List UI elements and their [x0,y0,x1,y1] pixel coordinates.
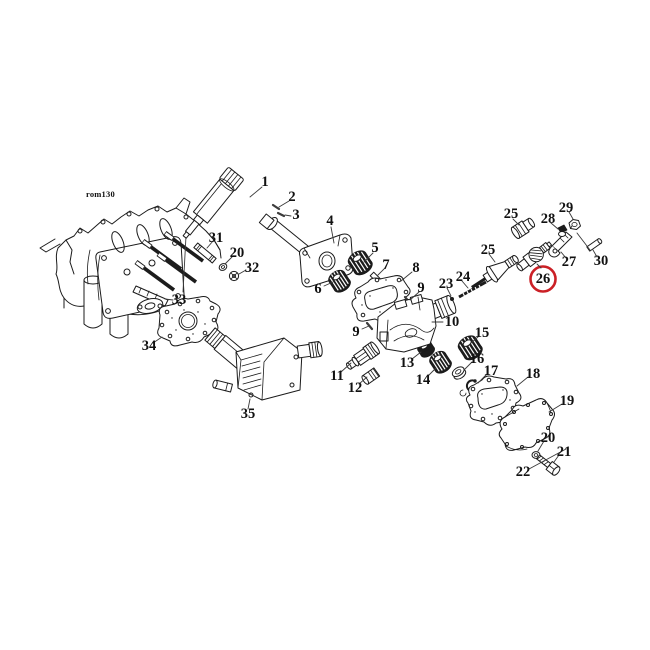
part-24-spring [458,280,487,299]
part-label-24: 24 [455,269,471,285]
part-label-31: 31 [208,230,224,246]
part-label-11: 11 [330,368,344,384]
part-15-gear [457,335,483,361]
part-31-stud [193,242,217,264]
part-25-nut-upper [510,217,536,240]
part-12-plug [361,367,381,385]
part-5-gear [347,250,373,276]
part-label-21: 21 [556,444,572,460]
part-label-22: 22 [515,464,531,480]
part-23-ball [450,297,454,301]
part-28-valve-seat [557,224,568,237]
part-35-oil-pump-assembly [204,327,323,401]
part-29-nut [568,219,581,230]
part-19-cover-plate [498,398,555,451]
part-label-6: 6 [314,281,322,297]
assembly-line-29-30 [576,232,591,251]
part-label-8: 8 [412,260,420,276]
part-label-30: 30 [593,253,609,269]
part-label-2: 2 [288,189,296,205]
part-label-20-lower: 20 [540,430,556,446]
part-16-washer [451,366,467,380]
part-30-pin [586,238,603,252]
part-1-shaft [182,167,244,239]
part-26-check-valve [516,241,553,272]
part-6-gear [328,269,351,293]
highlight-circle-26 [529,265,557,293]
part-label-3: 3 [292,207,300,223]
part-label-15: 15 [474,325,490,341]
part-label-7: 7 [382,257,390,273]
part-label-14: 14 [415,372,431,388]
part-9-pin-lower [365,321,374,331]
part-label-29: 29 [558,200,574,216]
part-25-valve-lower [471,254,519,289]
part-label-4: 4 [326,213,334,229]
part-label-26-highlighted: 26 [535,271,551,287]
part-2-pin [271,203,281,211]
part-label-25-lower: 25 [480,242,496,258]
part-label-9-lower: 9 [352,324,360,340]
part-label-1: 1 [261,174,269,190]
part-label-27: 27 [561,254,577,270]
part-32-nut [228,270,240,282]
part-label-17: 17 [483,363,499,379]
part-3-pin [276,211,286,218]
part-label-25-upper: 25 [503,206,519,222]
part-label-34: 34 [141,338,157,354]
part-label-18: 18 [525,366,541,382]
part-label-32: 32 [244,260,260,276]
part-11-fitting [345,341,380,370]
part-label-33: 33 [171,292,187,308]
figure-ref-code: rom130 [86,189,115,199]
part-label-10: 10 [444,314,460,330]
part-label-23: 23 [438,276,454,292]
part-label-9-upper: 9 [417,280,425,296]
part-label-20-upper: 20 [229,245,245,261]
part-label-5: 5 [371,240,379,256]
part-34-gasket [157,296,221,347]
leader-lines [152,186,598,470]
part-label-28: 28 [540,211,556,227]
part-20-washer-upper [218,263,228,271]
part-label-16: 16 [469,351,485,367]
part-label-12: 12 [347,380,363,396]
part-10-pump-body [376,293,457,353]
part-label-19: 19 [559,393,575,409]
part-label-13: 13 [399,355,415,371]
part-label-35: 35 [240,406,256,422]
